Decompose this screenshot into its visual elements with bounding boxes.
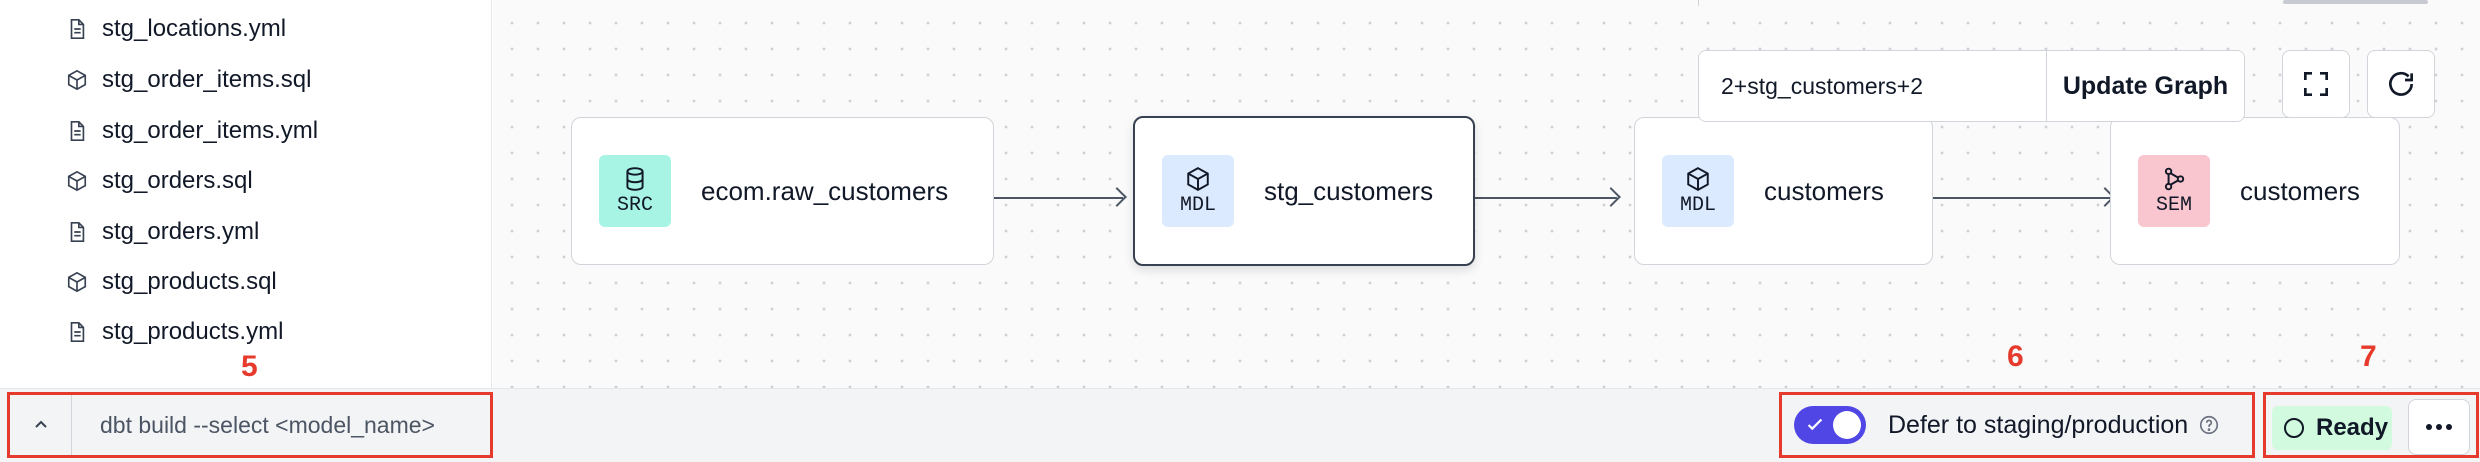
chevron-up-icon — [34, 420, 47, 428]
tab-indicator — [2283, 0, 2428, 4]
status-label: Ready — [2316, 414, 2389, 441]
cube-icon — [67, 271, 87, 293]
node-type-label: MDL — [1179, 193, 1216, 217]
update-graph-button[interactable]: Update Graph — [2047, 51, 2244, 121]
file-name: stg_products.sql — [102, 268, 277, 295]
graph-node-semantic[interactable]: SEM customers — [2110, 117, 2400, 265]
file-item-stg-order-items-sql[interactable]: stg_order_items.sql — [66, 60, 311, 100]
file-item-stg-products-yml[interactable]: stg_products.yml — [66, 312, 283, 352]
graph-node-source[interactable]: SRC ecom.raw_customers — [571, 117, 994, 265]
refresh-icon — [2389, 71, 2413, 96]
callout-number: 6 — [2007, 340, 2024, 373]
edge-arrow — [1474, 197, 1617, 199]
file-name: stg_order_items.yml — [102, 117, 319, 144]
file-icon — [70, 19, 85, 39]
graph-node-selected-model[interactable]: MDL stg_customers — [1133, 116, 1475, 266]
command-input[interactable] — [72, 395, 490, 455]
node-type-badge: SEM — [2138, 155, 2210, 227]
graph-node-model[interactable]: MDL customers — [1634, 117, 1933, 265]
command-input-group — [7, 392, 493, 458]
help-icon[interactable] — [2198, 414, 2220, 436]
file-item-stg-order-items-yml[interactable]: stg_order_items.yml — [66, 111, 318, 151]
file-name: stg_orders.sql — [102, 167, 253, 194]
node-label: ecom.raw_customers — [701, 175, 949, 206]
file-name: stg_products.yml — [102, 318, 284, 345]
cube-icon — [67, 170, 87, 192]
lineage-graph-canvas[interactable]: SRC ecom.raw_customers MDL stg_customers… — [493, 0, 2480, 388]
file-explorer-sidebar: stg_locations.yml stg_order_items.sql st… — [0, 0, 492, 388]
file-item-stg-locations-yml[interactable]: stg_locations.yml — [66, 9, 286, 49]
more-options-button[interactable] — [2408, 399, 2470, 455]
node-label: customers — [1764, 175, 1884, 206]
node-type-label: MDL — [1679, 193, 1716, 217]
callout-number: 5 — [241, 350, 258, 383]
file-item-stg-orders-yml[interactable]: stg_orders.yml — [66, 212, 259, 252]
defer-toggle[interactable] — [1794, 406, 1866, 444]
graph-share-icon — [2164, 167, 2185, 190]
node-type-badge: SRC — [599, 155, 671, 227]
status-badge: Ready — [2272, 406, 2392, 450]
file-icon — [70, 121, 85, 141]
node-type-label: SRC — [616, 193, 653, 217]
fullscreen-icon — [2304, 72, 2328, 96]
defer-label: Defer to staging/production — [1888, 410, 2189, 439]
node-type-badge: MDL — [1162, 155, 1234, 227]
edge-arrow — [994, 197, 1123, 199]
file-item-stg-products-sql[interactable]: stg_products.sql — [66, 262, 277, 302]
file-icon — [70, 222, 85, 242]
file-name: stg_locations.yml — [102, 15, 287, 42]
status-group: Ready — [2263, 392, 2479, 458]
divider — [1698, 0, 1699, 6]
refresh-button[interactable] — [2367, 50, 2435, 118]
cube-icon — [1687, 166, 1709, 191]
cube-icon — [1187, 166, 1209, 191]
file-name: stg_order_items.sql — [102, 66, 312, 93]
node-type-badge: MDL — [1662, 155, 1734, 227]
bottom-command-bar: Defer to staging/production Ready — [0, 388, 2480, 462]
database-icon — [626, 166, 644, 191]
file-item-stg-orders-sql[interactable]: stg_orders.sql — [66, 161, 253, 201]
more-horizontal-icon — [2426, 424, 2452, 430]
node-type-label: SEM — [2155, 193, 2192, 217]
defer-toggle-group: Defer to staging/production — [1779, 392, 2255, 458]
node-label: stg_customers — [1264, 175, 1434, 206]
edge-arrow — [1933, 197, 2111, 199]
file-icon — [70, 322, 85, 342]
callout-number: 7 — [2360, 340, 2377, 373]
toggle-knob — [1833, 411, 1861, 439]
cube-icon — [67, 69, 87, 91]
status-circle-icon — [2284, 418, 2304, 438]
graph-selector-input[interactable] — [1699, 51, 2047, 121]
check-icon — [1807, 418, 1823, 431]
node-label: customers — [2240, 175, 2360, 206]
expand-panel-button[interactable] — [10, 395, 72, 455]
graph-selector-group: Update Graph — [1698, 50, 2245, 122]
file-name: stg_orders.yml — [102, 218, 260, 245]
fullscreen-button[interactable] — [2282, 50, 2350, 118]
